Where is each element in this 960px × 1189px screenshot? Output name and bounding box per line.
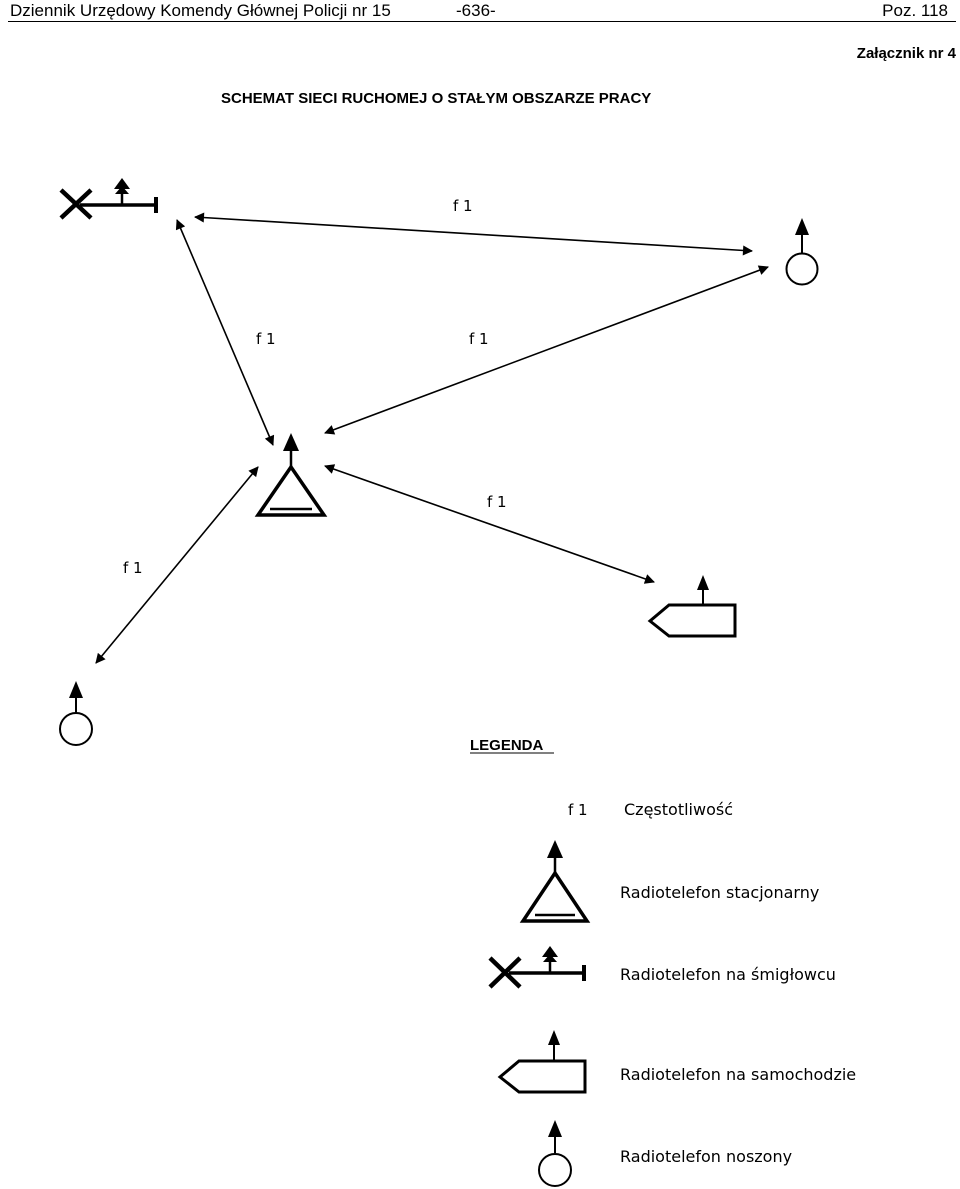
legend-handheld-text: Radiotelefon noszony <box>620 1147 792 1166</box>
stationary-radio-icon <box>519 840 591 923</box>
journal-title: Dziennik Urzędowy Komendy Głównej Policj… <box>10 1 391 20</box>
link-label: f 1 <box>487 493 507 511</box>
header-rule <box>8 21 956 22</box>
position-number: Poz. 118 <box>882 1 948 20</box>
link-station-car <box>324 464 655 584</box>
link-station-handheld-left <box>95 466 259 664</box>
handheld-radio-icon <box>538 1120 572 1187</box>
legend-stationary-text: Radiotelefon stacjonarny <box>620 883 819 902</box>
stationary-radio-icon <box>254 433 328 517</box>
page-title: SCHEMAT SIECI RUCHOMEJ O STAŁYM OBSZARZE… <box>221 90 652 107</box>
legend-frequency-text: Częstotliwość <box>624 800 733 819</box>
link-helicopter-station <box>175 219 275 446</box>
helicopter-radio-icon <box>488 946 586 989</box>
legend-frequency-symbol: f 1 <box>568 801 588 819</box>
link-handheld-station <box>324 265 769 435</box>
car-radio-icon <box>497 1030 587 1094</box>
legend-car-text: Radiotelefon na samochodzie <box>620 1065 856 1084</box>
handheld-radio-icon <box>785 218 819 286</box>
link-label: f 1 <box>256 330 276 348</box>
legend-title: LEGENDA <box>470 737 544 754</box>
link-label: f 1 <box>123 559 143 577</box>
helicopter-radio-icon <box>59 178 158 220</box>
car-radio-icon <box>647 575 737 638</box>
attachment-label: Załącznik nr 4 <box>856 45 956 62</box>
link-helicopter-handheld <box>194 212 753 256</box>
page-header: Dziennik Urzędowy Komendy Głównej Policj… <box>0 0 960 24</box>
page-number: -636- <box>456 1 496 20</box>
legend-helicopter-text: Radiotelefon na śmigłowcu <box>620 965 836 984</box>
link-label: f 1 <box>453 197 473 215</box>
link-label: f 1 <box>469 330 489 348</box>
handheld-radio-icon <box>59 681 93 746</box>
